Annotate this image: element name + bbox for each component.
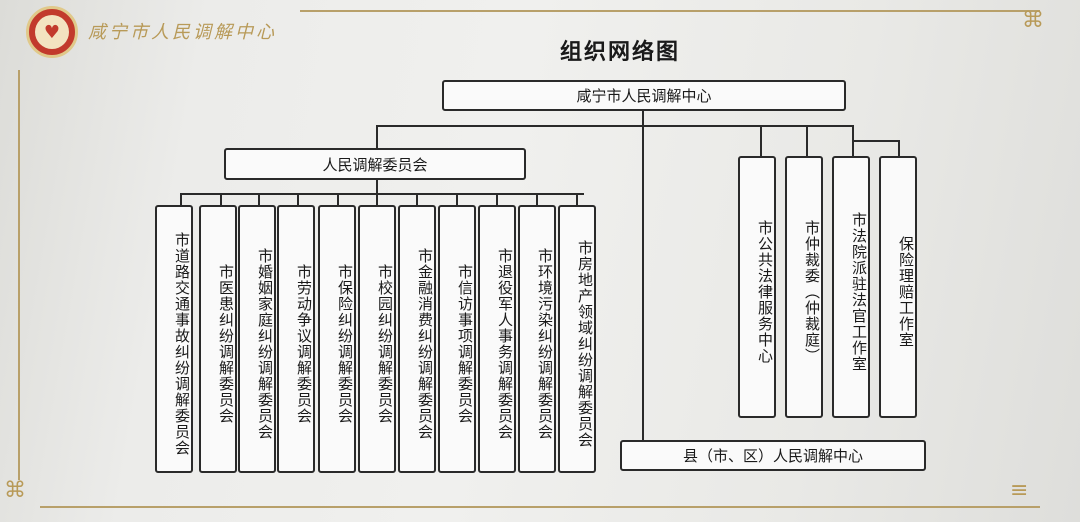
diagram-title: 组织网络图 xyxy=(560,40,681,65)
child-drop-line xyxy=(536,193,538,206)
right-unit-node: 市公共法律服务中心 xyxy=(738,156,776,418)
committee-child-node: 市金融消费纠纷调解委员会 xyxy=(398,205,436,473)
right-unit-node: 市法院派驻法官工作室 xyxy=(832,156,870,418)
center-trunk-line xyxy=(642,125,644,441)
child-drop-line xyxy=(496,193,498,206)
committee-branch-line xyxy=(180,193,584,195)
corner-ornament-top-right-icon: ⌘ xyxy=(1022,8,1044,33)
right-unit-node: 市仲裁委（仲裁庭） xyxy=(785,156,823,418)
child-drop-line xyxy=(456,193,458,206)
top-branch-line xyxy=(376,125,852,127)
right-units-drop-4-line xyxy=(852,140,900,142)
committee-child-node: 市医患纠纷调解委员会 xyxy=(199,205,237,473)
child-drop-line xyxy=(416,193,418,206)
frame-top-line xyxy=(300,10,1040,12)
committee-child-node: 市环境污染纠纷调解委员会 xyxy=(518,205,556,473)
corner-ornament-bottom-right-icon: ≡ xyxy=(1010,478,1029,503)
committee-child-node: 市信访事项调解委员会 xyxy=(438,205,476,473)
child-drop-line xyxy=(376,193,378,206)
frame-bottom-line xyxy=(40,506,1040,508)
header-org-name: 咸宁市人民调解中心 xyxy=(88,22,277,43)
heart-hands-icon: ♥ xyxy=(35,15,69,49)
child-drop-line xyxy=(337,193,339,206)
child-drop-line xyxy=(297,193,299,206)
child-drop-line xyxy=(180,193,182,206)
root-node: 咸宁市人民调解中心 xyxy=(442,80,846,111)
committee-child-node: 市道路交通事故纠纷调解委员会 xyxy=(155,205,193,473)
logo: ♥ xyxy=(26,6,78,58)
right-unit-node: 保险理赔工作室 xyxy=(879,156,917,418)
committee-drop-line xyxy=(376,125,378,148)
right-units-drop-4b-line xyxy=(898,140,900,157)
county-node: 县（市、区）人民调解中心 xyxy=(620,440,926,471)
committee-stem-line xyxy=(376,179,378,194)
child-drop-line xyxy=(220,193,222,206)
frame-left-line xyxy=(18,70,20,480)
committee-child-node: 市校园纠纷调解委员会 xyxy=(358,205,396,473)
right-units-drop-2-line xyxy=(806,125,808,157)
root-stem-line xyxy=(642,110,644,126)
committee-child-node: 市房地产领域纠纷调解委员会 xyxy=(558,205,596,473)
child-drop-line xyxy=(576,193,578,206)
committee-child-node: 市退役军人事务调解委员会 xyxy=(478,205,516,473)
committee-child-node: 市婚姻家庭纠纷调解委员会 xyxy=(238,205,276,473)
committee-child-node: 市保险纠纷调解委员会 xyxy=(318,205,356,473)
right-units-bar-line xyxy=(760,125,762,157)
corner-ornament-bottom-left-icon: ⌘ xyxy=(4,478,26,503)
child-drop-line xyxy=(258,193,260,206)
committee-node: 人民调解委员会 xyxy=(224,148,526,180)
committee-child-node: 市劳动争议调解委员会 xyxy=(277,205,315,473)
